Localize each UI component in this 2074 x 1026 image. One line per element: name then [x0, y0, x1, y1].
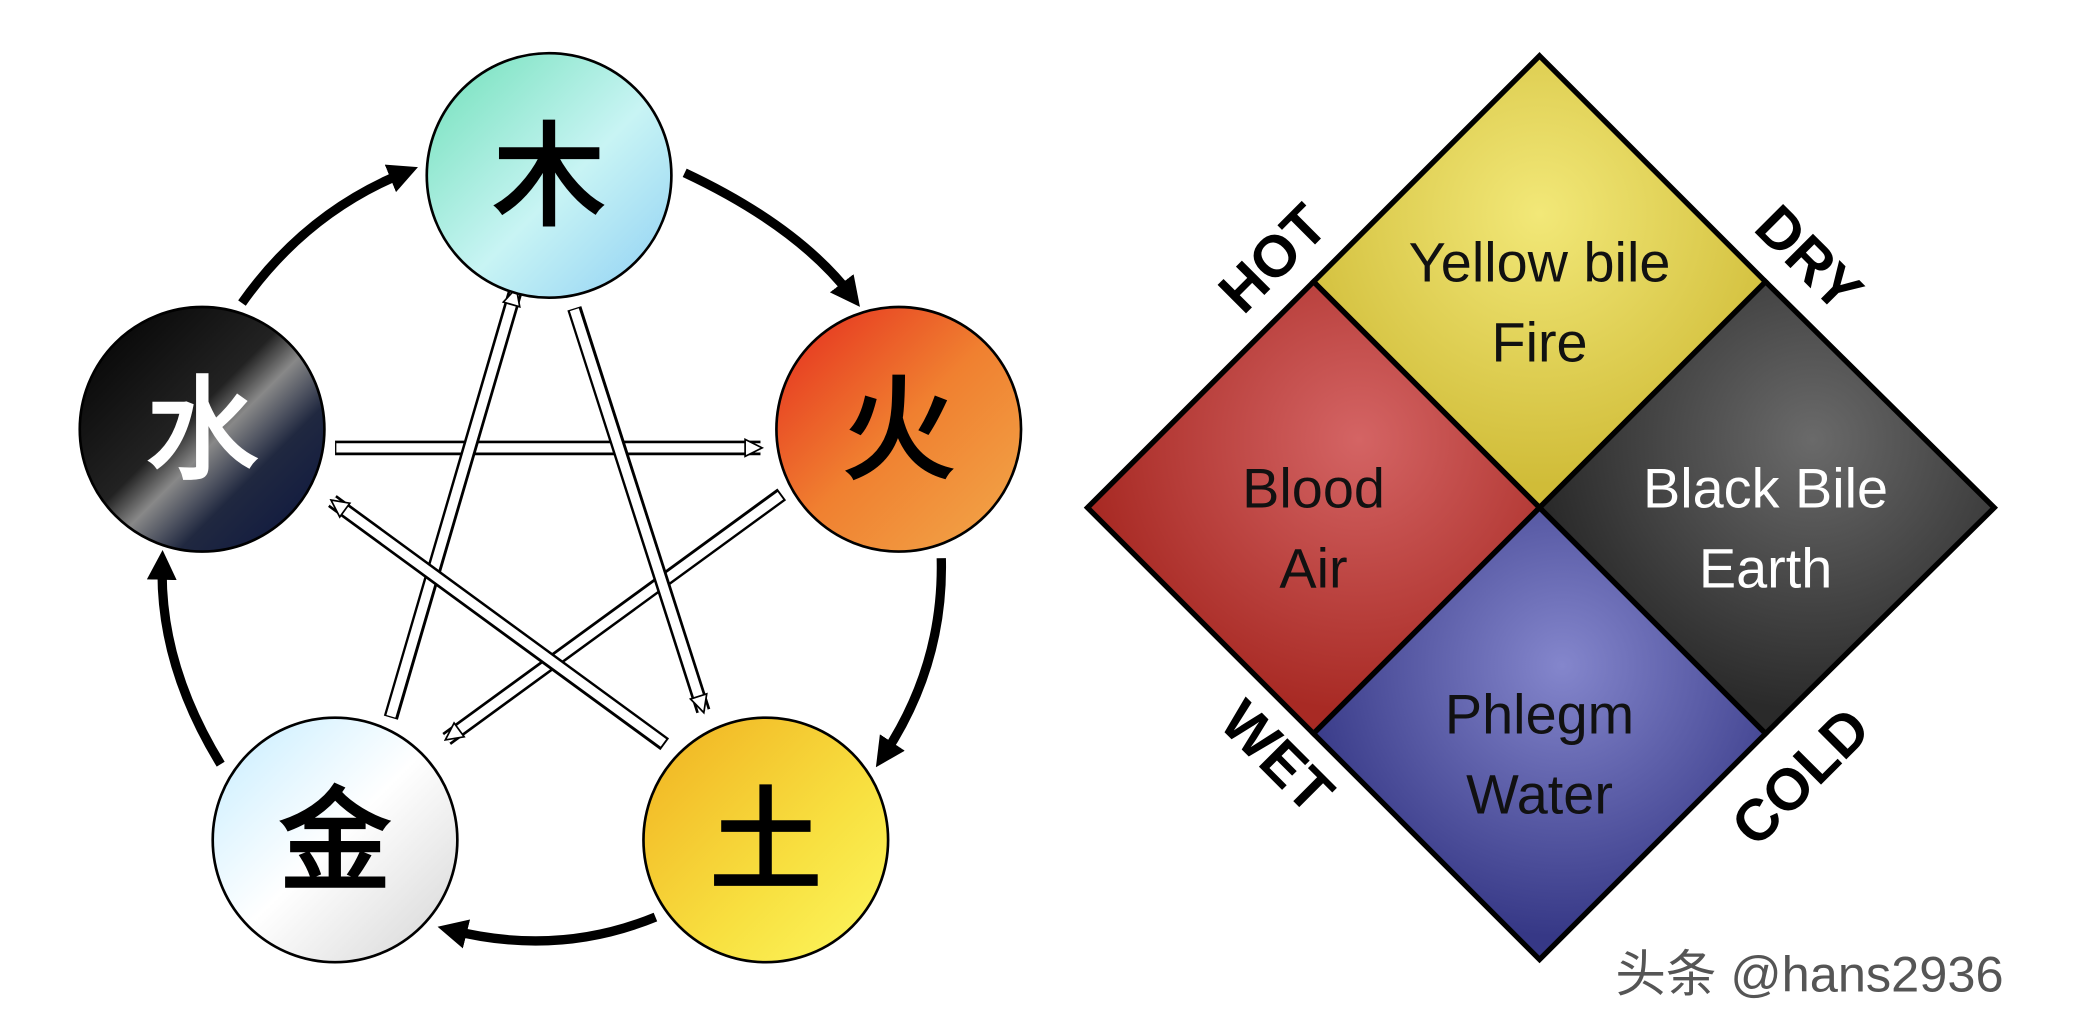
element-wood-char: 木 — [493, 111, 605, 242]
watermark: 头条 @hans2936 — [1615, 945, 2003, 1002]
element-metal-char: 金 — [278, 776, 391, 907]
arrow-fire-to-metal — [442, 488, 787, 745]
arrow-wood-to-fire — [682, 168, 860, 307]
element-water: 水 — [78, 305, 326, 553]
arrow-water-to-wood — [238, 164, 418, 306]
earth-label: Earth — [1699, 536, 1832, 599]
arrow-earth-to-metal — [437, 912, 658, 949]
fire-label: Fire — [1491, 311, 1587, 374]
arrow-wood-to-earth — [567, 306, 711, 711]
generating-cycle — [146, 164, 947, 949]
yellow-bile-label: Yellow bile — [1409, 231, 1671, 294]
overcoming-cycle — [328, 290, 787, 751]
water-label: Water — [1466, 762, 1613, 825]
humors-diamond — [1083, 52, 1999, 964]
quadrant-phlegm — [1309, 503, 1770, 964]
arrow-fire-to-earth — [875, 558, 947, 768]
element-wood: 木 — [425, 51, 673, 300]
air-label: Air — [1279, 536, 1347, 599]
arrow-metal-to-wood — [383, 290, 523, 720]
element-fire: 火 — [775, 305, 1023, 553]
blood-label: Blood — [1242, 457, 1385, 520]
black-bile-label: Black Bile — [1643, 457, 1888, 520]
element-water-char: 水 — [146, 365, 258, 496]
arrow-metal-to-water — [146, 549, 225, 767]
element-metal: 金 — [211, 716, 459, 964]
element-fire-char: 火 — [843, 365, 955, 496]
element-earth: 土 — [642, 716, 890, 964]
phlegm-label: Phlegm — [1445, 683, 1634, 746]
arrow-earth-to-water — [328, 495, 670, 751]
element-earth-char: 土 — [710, 776, 822, 907]
